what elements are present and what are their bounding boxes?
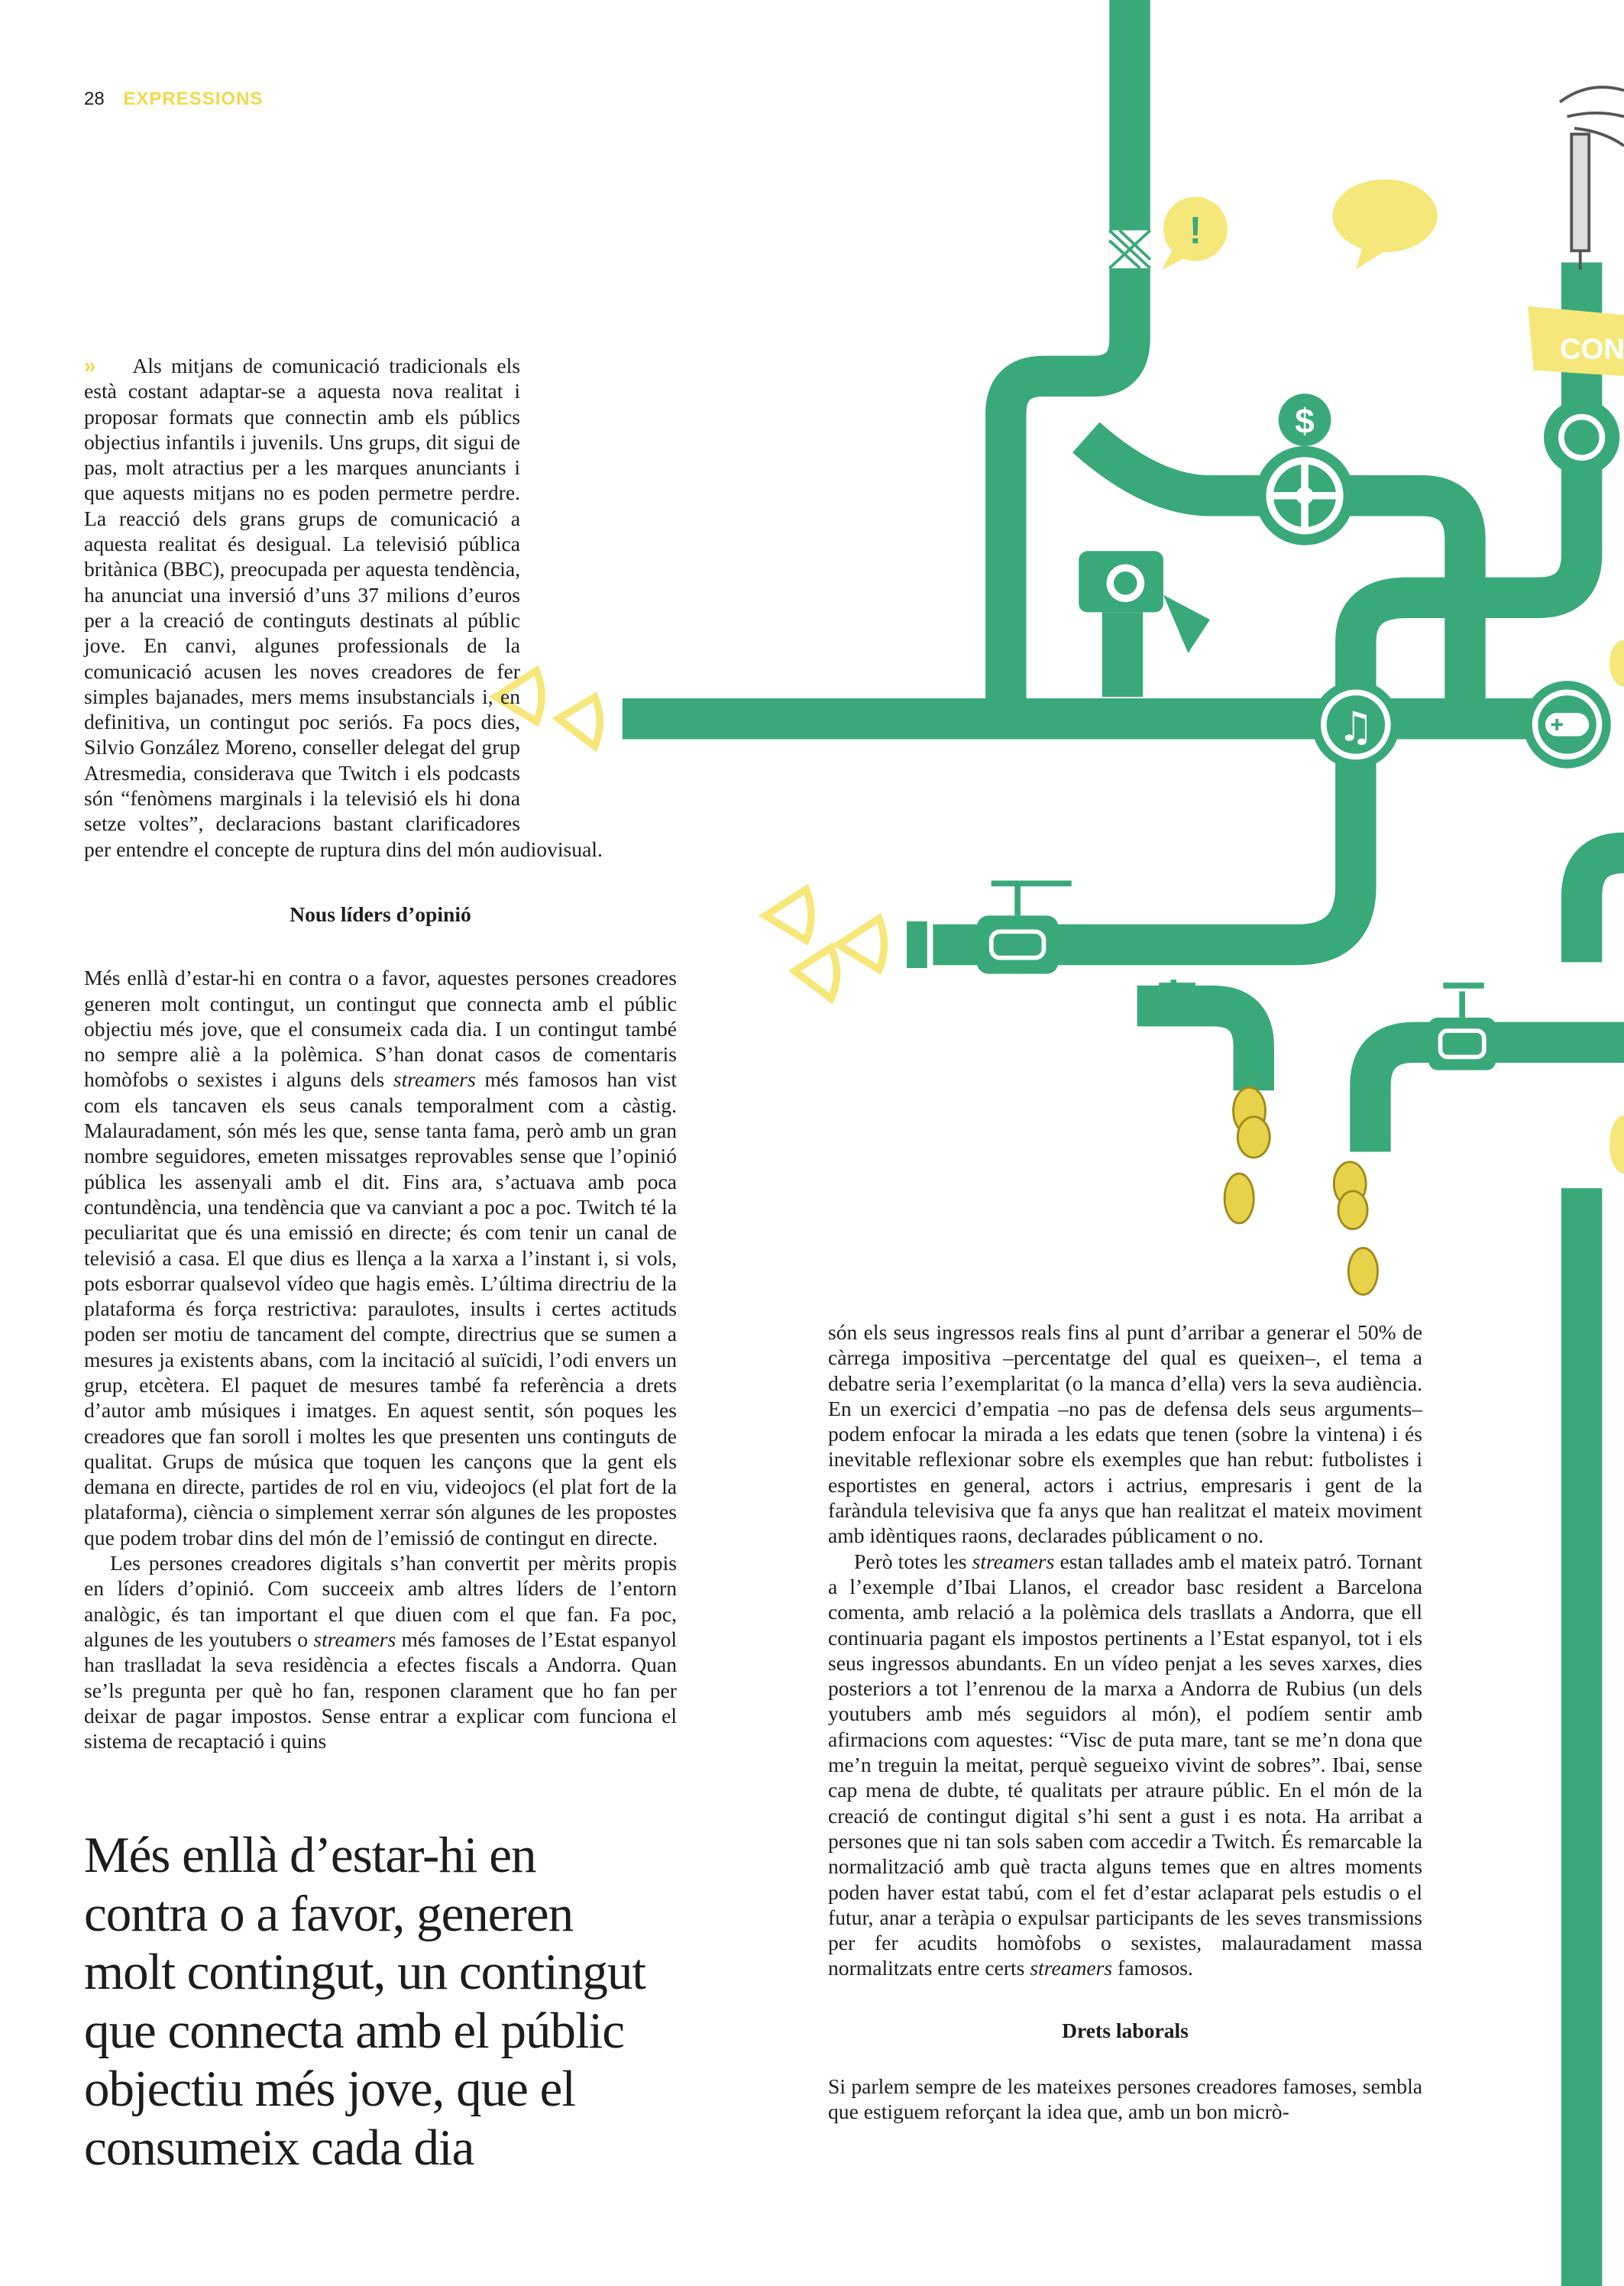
- subheading-nous-liders: Nous líders d’opinió: [290, 902, 471, 926]
- subheading-drets-laborals: Drets laborals: [1062, 2018, 1189, 2042]
- paragraph: són els seus ingressos reals fins al pun…: [828, 1319, 1422, 1549]
- pull-quote-line: Més enllà d’estar-hi en: [84, 1827, 536, 1883]
- valve-icon: [976, 880, 1072, 974]
- wrap-spacer: [520, 645, 677, 818]
- svg-text:$: $: [1295, 402, 1314, 441]
- paragraph: Si parlem sempre de les mateixes persone…: [828, 2074, 1422, 2125]
- valve-wheel-icon: [1255, 445, 1354, 546]
- page-number: 28: [84, 89, 105, 109]
- pipe-network: [622, 0, 1624, 2286]
- sign: CON: [1528, 306, 1624, 377]
- italic-term: streamers: [1030, 1956, 1113, 1980]
- pull-quote-line: consumeix cada dia: [84, 2119, 474, 2176]
- coin-icons: [1223, 1086, 1379, 1296]
- decor-blob: [1609, 639, 1624, 687]
- crosshatch-joint: [1108, 229, 1152, 270]
- text-run: Si parlem sempre de les mateixes persone…: [828, 2074, 1422, 2124]
- section-title: EXPRESSIONS: [123, 89, 264, 109]
- camera-icon: [1079, 551, 1211, 653]
- pull-quote-line: que connecta amb el públic: [84, 2002, 625, 2059]
- italic-term: streamers: [972, 1549, 1055, 1573]
- hand-icon: [1558, 86, 1624, 270]
- article-column-left: »Als mitjans de comunicació tradicionals…: [84, 353, 677, 1753]
- body-paragraphs: són els seus ingressos reals fins al pun…: [828, 1319, 1422, 1981]
- alert-bubble-icon: !: [1162, 196, 1228, 270]
- paragraph: Més enllà d’estar-hi en contra o a favor…: [84, 965, 677, 1550]
- italic-term: streamers: [313, 1627, 396, 1651]
- article-column-right: són els seus ingressos reals fins al pun…: [828, 1319, 1422, 2125]
- text-run: estan tallades amb el mateix patró. Torn…: [828, 1549, 1422, 1980]
- text-run: són els seus ingressos reals fins al pun…: [828, 1320, 1422, 1548]
- body-paragraphs: Més enllà d’estar-hi en contra o a favor…: [84, 965, 677, 1753]
- lead-mark-icon: »: [84, 354, 96, 377]
- paragraph: Les persones creadores digitals s’han co…: [84, 1550, 677, 1753]
- text-run: més famosos han vist com els tancaven el…: [84, 1067, 677, 1549]
- pipe-cap: [907, 921, 927, 969]
- text-run: Més enllà d’estar-hi en contra o a favor…: [84, 966, 677, 1092]
- megaphone-eye-icons: [488, 665, 888, 1005]
- page-header: 28 EXPRESSIONS: [84, 89, 263, 110]
- text-run: Als mitjans de comunicació tradicionals …: [84, 354, 603, 861]
- pull-quote-line: molt contingut, un contingut: [84, 1944, 646, 2000]
- paragraph: »Als mitjans de comunicació tradicionals…: [84, 353, 677, 862]
- paragraph: Però totes les streamers estan tallades …: [828, 1549, 1422, 1981]
- text-run: Les persones creadores digitals s’han co…: [84, 1551, 677, 1651]
- italic-term: streamers: [393, 1067, 476, 1092]
- pull-quote-line: contra o a favor, generen: [84, 1885, 574, 1942]
- svg-text:!: !: [1189, 209, 1202, 252]
- dollar-icon: $: [1278, 393, 1331, 446]
- pull-quote-line: objectiu més jove, que el: [84, 2061, 576, 2117]
- text-run: més famoses de l’Estat espanyol han tras…: [84, 1627, 677, 1753]
- faucet-valve-icon: [1159, 979, 1496, 1070]
- text-run: famosos.: [1112, 1956, 1193, 1980]
- speech-bubble-icon: [1332, 179, 1438, 270]
- intro-paragraphs: »Als mitjans de comunicació tradicionals…: [84, 353, 677, 862]
- gamepad-icon: [1523, 681, 1611, 769]
- decor-blob: [1609, 1115, 1624, 1174]
- text-run: Però totes les: [854, 1549, 972, 1573]
- body-paragraphs: Si parlem sempre de les mateixes persone…: [828, 2074, 1422, 2125]
- svg-text:♫: ♫: [1338, 702, 1374, 750]
- svg-text:CON: CON: [1560, 332, 1624, 365]
- music-note-icon: ♫: [1312, 681, 1400, 769]
